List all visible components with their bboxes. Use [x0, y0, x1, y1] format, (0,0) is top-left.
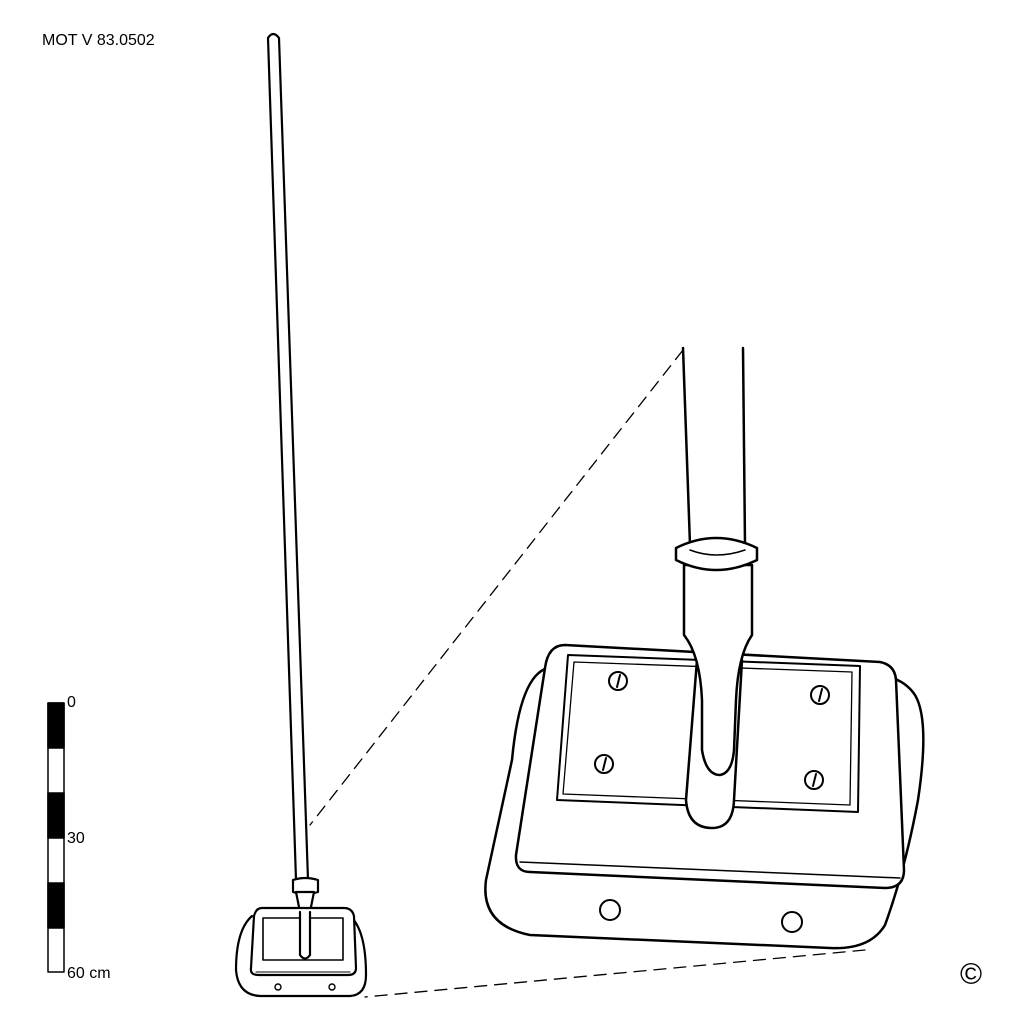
- catalog-number: MOT V 83.0502: [42, 32, 155, 49]
- scale-label-0: 0: [67, 694, 76, 711]
- scale-label-60: 60 cm: [67, 965, 111, 982]
- scale-label-30: 30: [67, 830, 85, 847]
- small-mop-view: [234, 32, 368, 998]
- scale-bar: [47, 702, 65, 973]
- projection-lines: [309, 349, 866, 998]
- detail-mop-view: [484, 346, 925, 950]
- copyright-icon: ©: [960, 958, 983, 991]
